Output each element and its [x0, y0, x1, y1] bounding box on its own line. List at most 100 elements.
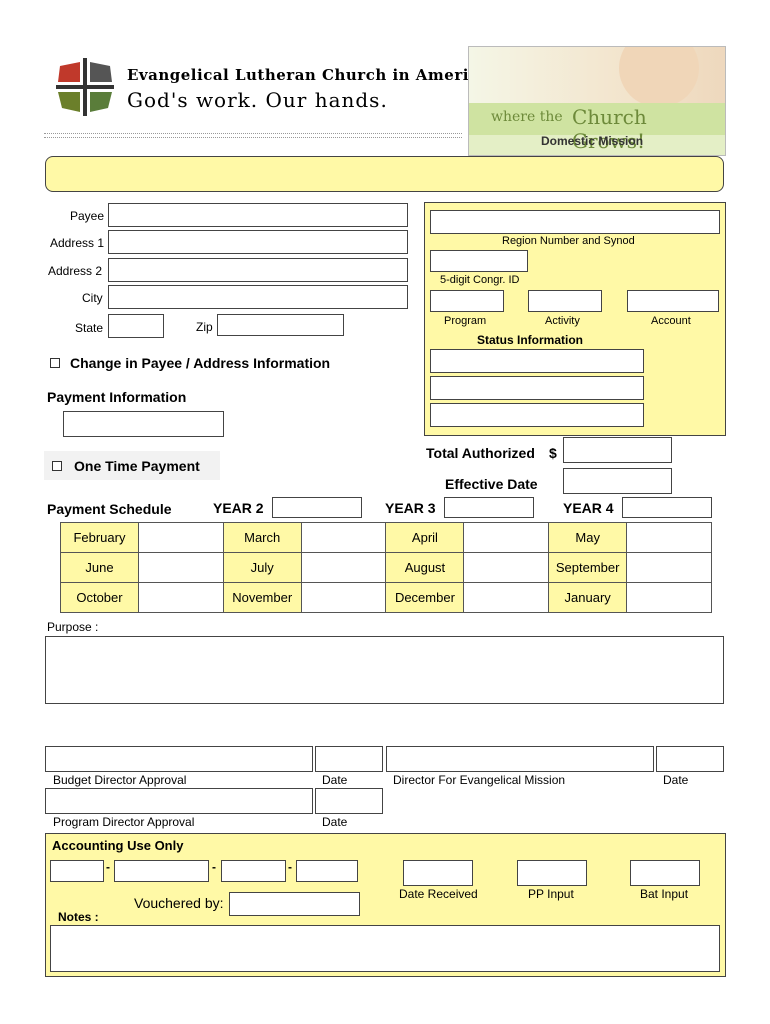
bat-input-label: Bat Input: [640, 887, 689, 901]
banner-subtitle: Domestic Mission: [541, 134, 644, 148]
schedule-row: October November December January: [60, 582, 712, 613]
change-payee-label: Change in Payee / Address Information: [70, 355, 331, 371]
address1-label: Address 1: [50, 236, 105, 250]
address1-field[interactable]: [108, 230, 408, 254]
dash-2: -: [212, 860, 216, 874]
mission-banner: where the Church Grows! Domestic Mission: [468, 46, 726, 156]
congr-id-label: 5-digit Congr. ID: [440, 274, 520, 286]
month-amount-field[interactable]: [626, 582, 712, 613]
date3-field[interactable]: [315, 788, 383, 814]
year3-field[interactable]: [444, 497, 534, 518]
payee-label: Payee: [70, 209, 105, 223]
bat-input-field[interactable]: [630, 860, 700, 886]
pp-input-label: PP Input: [528, 887, 574, 901]
status-field-3[interactable]: [430, 403, 644, 427]
payment-schedule-label: Payment Schedule: [47, 501, 172, 517]
effective-date-field[interactable]: [563, 468, 672, 494]
acct-code-4[interactable]: [296, 860, 358, 882]
month-amount-field[interactable]: [463, 522, 550, 553]
year4-label: YEAR 4: [563, 500, 614, 516]
month-label: July: [222, 552, 302, 583]
elca-logo: [50, 52, 120, 122]
payment-info-field[interactable]: [63, 411, 224, 437]
month-amount-field[interactable]: [463, 582, 550, 613]
congr-id-field[interactable]: [430, 250, 528, 272]
date2-label: Date: [663, 773, 689, 787]
payee-field[interactable]: [108, 203, 408, 227]
status-field-2[interactable]: [430, 376, 644, 400]
program-director-field[interactable]: [45, 788, 313, 814]
one-time-checkbox[interactable]: [52, 461, 62, 471]
month-label: December: [385, 582, 465, 613]
date1-field[interactable]: [315, 746, 383, 772]
month-label: September: [548, 552, 628, 583]
acct-code-1[interactable]: [50, 860, 104, 882]
purpose-field[interactable]: [45, 636, 724, 704]
month-label: January: [548, 582, 628, 613]
acct-code-3[interactable]: [221, 860, 286, 882]
program-field[interactable]: [430, 290, 504, 312]
activity-field[interactable]: [528, 290, 602, 312]
status-info-label: Status Information: [477, 333, 584, 347]
form-title-box[interactable]: [45, 156, 724, 192]
region-label: Region Number and Synod: [502, 235, 635, 247]
date-received-field[interactable]: [403, 860, 473, 886]
total-authorized-field[interactable]: [563, 437, 672, 463]
month-amount-field[interactable]: [137, 522, 224, 553]
vouchered-by-label: Vouchered by:: [134, 895, 224, 911]
month-label: March: [222, 522, 302, 553]
city-field[interactable]: [108, 285, 408, 309]
year2-label: YEAR 2: [213, 500, 264, 516]
schedule-row: June July August September: [60, 552, 712, 583]
month-label: June: [60, 552, 139, 583]
status-field-1[interactable]: [430, 349, 644, 373]
one-time-label: One Time Payment: [74, 458, 200, 474]
month-label: November: [222, 582, 302, 613]
notes-label: Notes :: [58, 910, 99, 924]
dollar-sign: $: [549, 445, 557, 461]
address2-field[interactable]: [108, 258, 408, 282]
banner-church-grows: Church Grows!: [572, 105, 647, 153]
director-mission-field[interactable]: [386, 746, 654, 772]
zip-field[interactable]: [217, 314, 344, 336]
address2-label: Address 2: [48, 264, 103, 278]
budget-director-label: Budget Director Approval: [53, 773, 187, 787]
budget-director-field[interactable]: [45, 746, 313, 772]
date3-label: Date: [322, 815, 348, 829]
date-received-label: Date Received: [399, 887, 478, 901]
month-amount-field[interactable]: [463, 552, 550, 583]
director-mission-label: Director For Evangelical Mission: [393, 773, 566, 787]
acct-code-2[interactable]: [114, 860, 209, 882]
org-name: Evangelical Lutheran Church in America: [127, 66, 489, 84]
city-label: City: [82, 291, 103, 305]
state-field[interactable]: [108, 314, 164, 338]
month-amount-field[interactable]: [137, 582, 224, 613]
schedule-row: February March April May: [60, 522, 712, 553]
photo-face: [619, 47, 699, 107]
accounting-title: Accounting Use Only: [52, 838, 184, 853]
payment-schedule-table: February March April May June July Augus…: [60, 522, 712, 613]
year4-field[interactable]: [622, 497, 712, 518]
month-label: May: [548, 522, 628, 553]
month-amount-field[interactable]: [300, 552, 387, 583]
month-amount-field[interactable]: [300, 582, 387, 613]
account-field[interactable]: [627, 290, 719, 312]
state-label: State: [75, 321, 104, 335]
year2-field[interactable]: [272, 497, 362, 518]
month-amount-field[interactable]: [137, 552, 224, 583]
region-field[interactable]: [430, 210, 720, 234]
month-amount-field[interactable]: [300, 522, 387, 553]
year3-label: YEAR 3: [385, 500, 436, 516]
month-amount-field[interactable]: [626, 552, 712, 583]
pp-input-field[interactable]: [517, 860, 587, 886]
vouchered-by-field[interactable]: [229, 892, 360, 916]
month-amount-field[interactable]: [626, 522, 712, 553]
one-time-bg: [44, 451, 220, 480]
date1-label: Date: [322, 773, 348, 787]
header-divider: [44, 133, 462, 138]
banner-where: where the: [491, 109, 563, 125]
date2-field[interactable]: [656, 746, 724, 772]
notes-field[interactable]: [50, 925, 720, 972]
month-label: April: [385, 522, 465, 553]
change-payee-checkbox[interactable]: [50, 358, 60, 368]
